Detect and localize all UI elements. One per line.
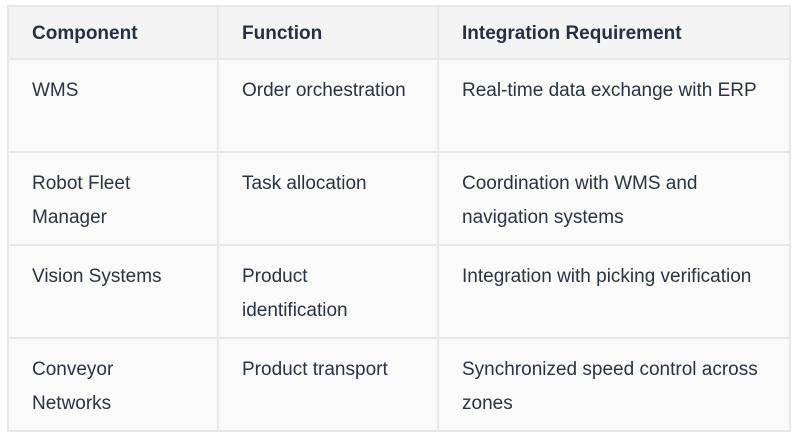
- table-body: WMS Order orchestration Real-time data e…: [7, 58, 791, 432]
- cell-component: Vision Systems: [7, 244, 219, 339]
- table-header: Component Function Integration Requireme…: [7, 5, 791, 60]
- header-component: Component: [7, 5, 219, 60]
- cell-component: WMS: [7, 58, 219, 153]
- cell-function: Task allocation: [217, 151, 439, 246]
- header-integration-requirement: Integration Requirement: [437, 5, 791, 60]
- cell-integration-requirement: Integration with picking verification: [437, 244, 791, 339]
- cell-component: Conveyor Networks: [7, 337, 219, 432]
- cell-function: Order orchestration: [217, 58, 439, 153]
- cell-function: Product identification: [217, 244, 439, 339]
- table-row: Conveyor Networks Product transport Sync…: [7, 337, 791, 432]
- header-row: Component Function Integration Requireme…: [7, 5, 791, 60]
- cell-function: Product transport: [217, 337, 439, 432]
- header-function: Function: [217, 5, 439, 60]
- integration-table: Component Function Integration Requireme…: [7, 5, 791, 432]
- table-row: Vision Systems Product identification In…: [7, 244, 791, 339]
- cell-integration-requirement: Coordination with WMS and navigation sys…: [437, 151, 791, 246]
- table-row: WMS Order orchestration Real-time data e…: [7, 58, 791, 153]
- cell-component: Robot Fleet Manager: [7, 151, 219, 246]
- cell-integration-requirement: Synchronized speed control across zones: [437, 337, 791, 432]
- table-container: Component Function Integration Requireme…: [7, 5, 791, 432]
- table-row: Robot Fleet Manager Task allocation Coor…: [7, 151, 791, 246]
- cell-integration-requirement: Real-time data exchange with ERP: [437, 58, 791, 153]
